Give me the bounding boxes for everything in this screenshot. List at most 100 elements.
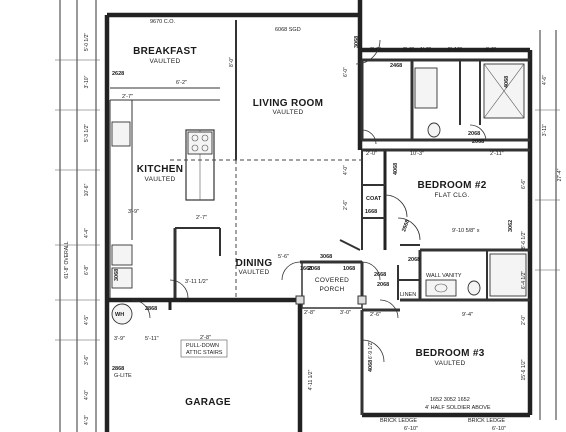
dim-left: 4'-3": [84, 415, 90, 425]
brick-ledge-left: BRICK LEDGE: [380, 418, 417, 424]
door-code: 2068: [468, 131, 480, 137]
dim-right: 8'-6 1/2": [521, 231, 527, 250]
garage-label: GARAGE: [185, 397, 231, 408]
dim-mid: 4'-0": [343, 165, 349, 175]
dim-bath-row: 2'-11": [490, 151, 504, 157]
covered-porch-label: COVERED: [315, 277, 349, 284]
dim-bottom: 6'-10": [404, 426, 418, 432]
dim-right: 15'-6 1/2": [521, 359, 527, 380]
dryer: [111, 267, 133, 289]
door-code: 4068: [504, 76, 510, 88]
left-dimension-lines: [55, 0, 100, 432]
door-code: 2068: [408, 257, 420, 263]
dining-label: DINING: [236, 258, 273, 269]
hall-vanity: [425, 279, 457, 297]
dim-mid: 4'-11 1/2": [308, 369, 314, 390]
door-code: 1668: [300, 266, 312, 272]
dim-left: 4'-5": [84, 315, 90, 325]
co-label: 9670 C.O.: [150, 19, 176, 25]
sgd-label: 6068 SGD: [275, 27, 301, 33]
dim-right: 6'-6": [521, 179, 527, 189]
dim-dining: 3'-0": [340, 310, 351, 316]
washer: [111, 244, 133, 266]
interior-walls: [107, 15, 530, 415]
pull-down-label: PULL-DOWN: [186, 343, 219, 349]
dining-sub: VAULTED: [238, 269, 269, 276]
dim-bath-row: 10'-3": [410, 151, 424, 157]
dim-top: 2'-6": [370, 47, 381, 53]
right-dim-label: 27'-4": [557, 168, 563, 181]
breakfast-label: BREAKFAST: [133, 46, 197, 57]
door-code: 3062: [508, 220, 514, 232]
breakfast-sub: VAULTED: [149, 58, 180, 65]
dim-left: 6'-8": [84, 265, 90, 275]
door-code: 2628: [112, 71, 124, 77]
door-code: 1068: [343, 266, 355, 272]
bedroom2-sub: FLAT CLG.: [435, 192, 470, 199]
door-code: 1668: [365, 209, 377, 215]
dim-bed2: 9'-10 5/8" x: [452, 228, 480, 234]
dim-kitchen: 3'-9": [128, 209, 139, 215]
wall-vanity-label: WALL VANITY: [426, 273, 462, 279]
dim-garage: 3'-9": [114, 336, 125, 342]
brick-ledge-right: BRICK LEDGE: [468, 418, 505, 424]
dim-bath-row: 2'-0": [366, 151, 377, 157]
dim-left: 3'-10": [84, 75, 90, 88]
dim-top: 2'-6": [403, 47, 414, 53]
master-vanity: [414, 67, 438, 109]
attic-stairs-label: ATTIC STAIRS: [186, 350, 223, 356]
dim-top: 1'-3": [420, 47, 431, 53]
dim-garage: 2'-8": [200, 335, 211, 341]
dimension-text: 2'-6" 5'-10" 4'-6" 2'-6" 1'-3" 2'-0" 10'…: [84, 33, 548, 432]
door-code: 2068: [308, 266, 320, 272]
water-heater-label: WH: [115, 312, 124, 318]
dim-right: 6'-4 1/2": [521, 271, 527, 290]
dim-left: 4'-0": [84, 390, 90, 400]
water-heater: [111, 303, 133, 325]
dim-top: 5'-10": [448, 47, 462, 53]
dim-left: 5'-0 1/2": [84, 33, 90, 52]
overall-depth-label: 61'-8" OVERALL: [64, 241, 70, 278]
g-lite-label: G-LITE: [114, 373, 132, 379]
door-code: 3068: [114, 269, 120, 281]
range: [187, 131, 213, 155]
door-code: 2868: [112, 366, 124, 372]
covered-porch-sub: PORCH: [320, 286, 345, 293]
hall-tub: [489, 253, 527, 297]
dim-mid: 6'-0": [343, 67, 349, 77]
fixtures: [111, 63, 527, 325]
linen-label: LINEN: [400, 292, 416, 298]
kitchen-label: KITCHEN: [137, 164, 184, 175]
doors: [131, 39, 487, 363]
kitchen-sink: [111, 121, 131, 147]
dim-bed3: 9'-4": [462, 312, 473, 318]
bedroom2-label: BEDROOM #2: [417, 180, 486, 191]
dim-left: 4'-4": [84, 228, 90, 238]
door-code: 2068: [377, 282, 389, 288]
door-code: 3068: [354, 36, 360, 48]
room-labels: BREAKFAST VAULTED LIVING ROOM VAULTED KI…: [133, 46, 486, 408]
dim-mid: 8'-0": [229, 57, 235, 67]
dim-right: 3'-11": [542, 124, 548, 137]
door-code: 2668: [401, 219, 411, 233]
door-code: 2668: [374, 272, 386, 278]
dim-left: 3'-6": [84, 355, 90, 365]
misc-labels: 9670 C.O. 6068 SGD COAT WH LINEN WALL VA…: [64, 19, 563, 424]
dim-left: 5'-3 1/2": [84, 124, 90, 143]
dim-bottom: 6'-10": [492, 426, 506, 432]
hall-toilet: [467, 280, 481, 296]
dim-dining: 2'-8": [304, 310, 315, 316]
dim-kitchen: 2'-7": [122, 94, 133, 100]
exterior-walls: [104, 0, 533, 432]
door-codes: 2468 2068 1668 2668 3068 1068 2868 2868 …: [112, 36, 514, 372]
right-dimension-lines: [535, 30, 560, 420]
bedroom3-label: BEDROOM #3: [415, 348, 484, 359]
door-code: 3068: [320, 254, 332, 260]
beam-lines: [170, 159, 362, 300]
dim-left: 10'-6": [84, 183, 90, 196]
dim-top: 4'-6": [485, 47, 496, 53]
door-code: 4068: [368, 360, 374, 372]
master-toilet: [427, 122, 441, 138]
door-code: 2468: [390, 63, 402, 69]
